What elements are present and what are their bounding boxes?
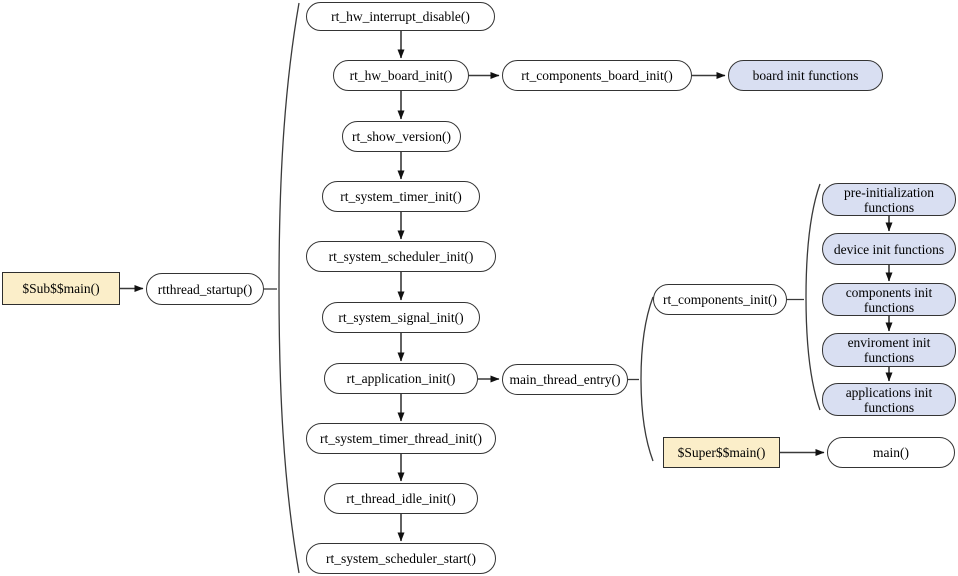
node-main-thread-entry: main_thread_entry() [502,364,628,395]
node-rt-hw-board-init: rt_hw_board_init() [333,60,469,91]
node-applications-init-functions: applications init functions [822,383,956,416]
node-rt-application-init: rt_application_init() [324,363,478,394]
node-rt-system-scheduler-init: rt_system_scheduler_init() [306,241,496,272]
node-device-init-functions: device init functions [822,233,956,265]
brace-main-thread-entry-group [640,296,654,462]
node-rtthread-startup: rtthread_startup() [146,273,264,305]
node-rt-hw-interrupt-disable: rt_hw_interrupt_disable() [306,2,495,31]
brace-rtthread-startup-group [278,2,300,574]
node-rt-system-scheduler-start: rt_system_scheduler_start() [306,543,496,574]
node-rt-system-timer-init: rt_system_timer_init() [322,181,480,212]
node-rt-system-signal-init: rt_system_signal_init() [322,302,480,333]
node-enviroment-init-functions: enviroment init functions [822,333,956,367]
node-components-init-functions: components init functions [822,283,956,316]
node-main: main() [827,437,955,468]
node-rt-components-init: rt_components_init() [653,284,787,315]
node-board-init-functions: board init functions [728,60,883,91]
node-super-main: $Super$$main() [663,437,780,468]
node-sub-main: $Sub$$main() [2,272,120,305]
node-rt-thread-idle-init: rt_thread_idle_init() [324,483,478,514]
node-rt-system-timer-thread-init: rt_system_timer_thread_init() [306,423,496,454]
brace-components-init-group [805,183,821,411]
node-rt-components-board-init: rt_components_board_init() [502,60,692,91]
node-rt-show-version: rt_show_version() [342,121,461,152]
node-pre-initialization-functions: pre-initialization functions [822,183,956,216]
